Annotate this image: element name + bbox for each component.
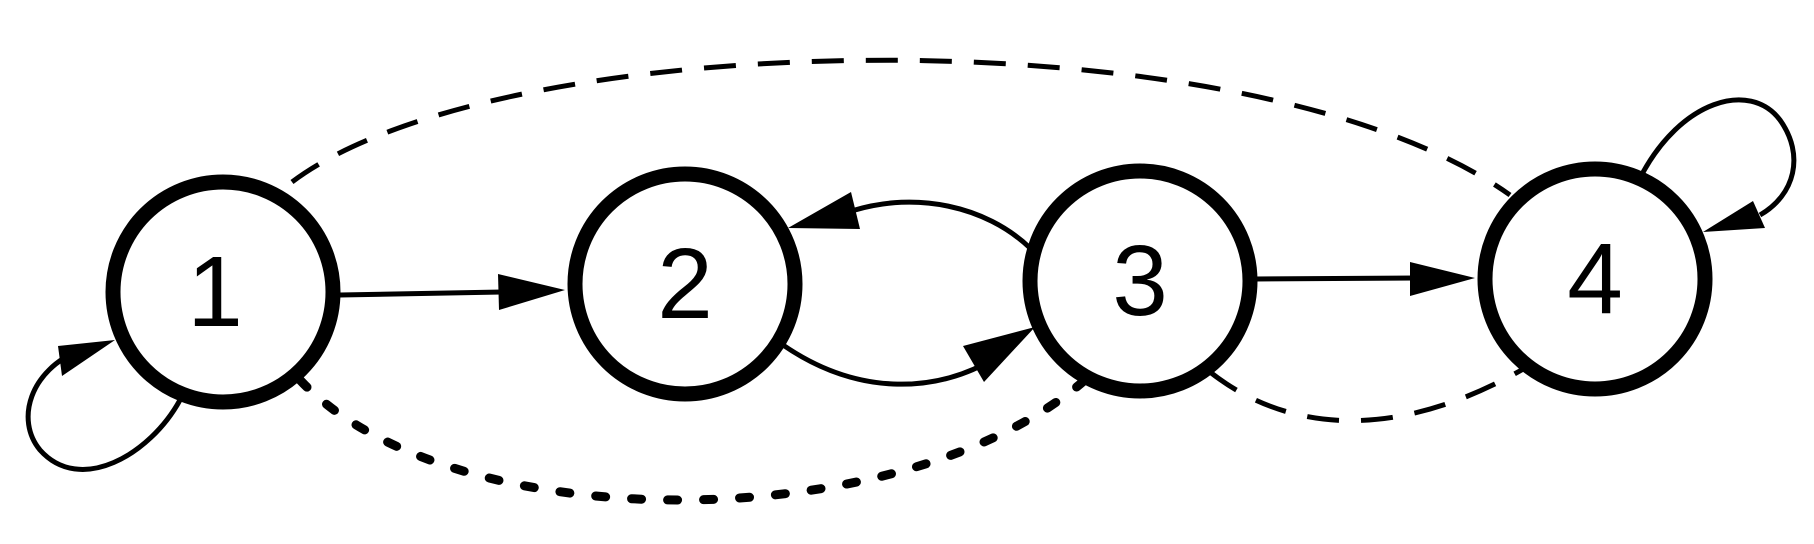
arrowhead-3-2 xyxy=(788,192,860,229)
edge-1-1-loop xyxy=(25,347,183,472)
node-4-label: 4 xyxy=(1567,223,1623,335)
arrowhead-2-3 xyxy=(963,327,1035,382)
node-1: 1 xyxy=(105,174,341,410)
node-4-circle xyxy=(1477,161,1713,397)
node-2-circle xyxy=(567,166,803,402)
edge-3-2 xyxy=(854,199,1032,250)
edge-1-4-dashed xyxy=(290,57,1512,198)
edge-1-3-dotted xyxy=(295,375,1090,505)
edge-3-4-dashed xyxy=(1208,365,1527,424)
node-3-circle xyxy=(1022,163,1258,399)
node-1-label: 1 xyxy=(187,236,243,348)
node-4: 4 xyxy=(1477,161,1713,397)
node-3: 3 xyxy=(1022,163,1258,399)
edge-1-2 xyxy=(339,289,503,298)
node-3-label: 3 xyxy=(1112,225,1168,337)
node-2-label: 2 xyxy=(657,228,713,340)
arrowhead-1-2 xyxy=(498,274,565,310)
node-1-circle xyxy=(105,174,341,410)
edge-4-4-loop xyxy=(1637,97,1797,218)
arrowhead-4-4 xyxy=(1703,201,1765,232)
arrowhead-1-1 xyxy=(58,340,115,376)
edge-2-3 xyxy=(781,342,997,387)
edge-3-4 xyxy=(1254,275,1416,282)
arrowhead-3-4 xyxy=(1410,262,1475,296)
node-2: 2 xyxy=(567,166,803,402)
